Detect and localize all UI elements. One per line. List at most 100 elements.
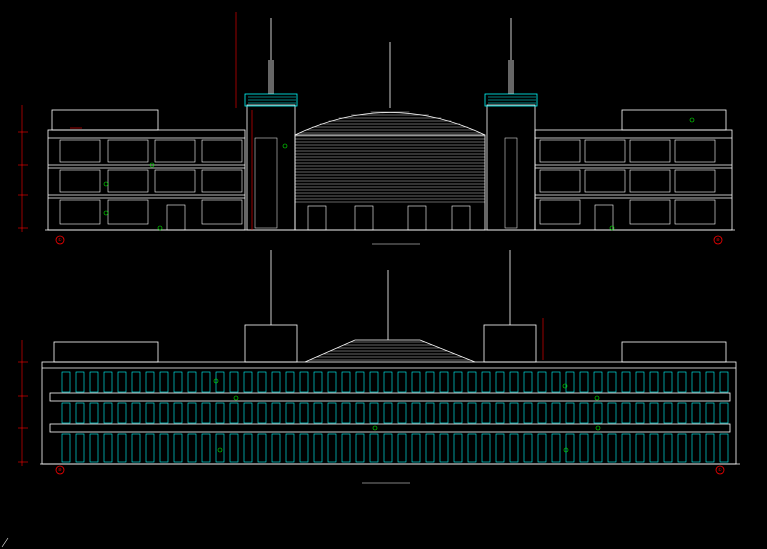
rear-window xyxy=(439,402,449,424)
rear-window xyxy=(397,433,407,463)
rear-window xyxy=(621,371,631,393)
rear-window xyxy=(383,402,393,424)
rear-window xyxy=(89,371,99,393)
front-right-roof-box xyxy=(621,109,727,131)
rear-window xyxy=(159,433,169,463)
rear-window xyxy=(495,433,505,463)
rear-window xyxy=(425,371,435,393)
rear-window xyxy=(649,371,659,393)
rear-window xyxy=(117,402,127,424)
front-central-doors xyxy=(307,205,471,231)
rear-window xyxy=(691,433,701,463)
rear-window xyxy=(145,402,155,424)
rear-window xyxy=(411,433,421,463)
rear-window xyxy=(173,433,183,463)
rear-window xyxy=(397,371,407,393)
rear-window xyxy=(565,371,575,393)
rear-right-roof-box xyxy=(621,341,727,363)
rear-window xyxy=(299,402,309,424)
front-elevation xyxy=(18,12,735,245)
rear-window xyxy=(131,371,141,393)
rear-window xyxy=(117,433,127,463)
rear-window xyxy=(369,402,379,424)
rear-window xyxy=(355,371,365,393)
rear-window xyxy=(481,371,491,393)
rear-window xyxy=(523,433,533,463)
rear-window xyxy=(593,402,603,424)
front-right-windows xyxy=(539,139,716,231)
rear-dimension-lines xyxy=(18,318,544,466)
rear-window xyxy=(61,402,71,424)
rear-window xyxy=(649,433,659,463)
rear-window xyxy=(61,433,71,463)
rear-window xyxy=(243,433,253,463)
rear-window xyxy=(551,433,561,463)
rear-window xyxy=(327,433,337,463)
rear-window xyxy=(215,371,225,393)
rear-window xyxy=(271,371,281,393)
rear-window xyxy=(565,433,575,463)
rear-window xyxy=(187,371,197,393)
rear-window xyxy=(215,433,225,463)
rear-window xyxy=(705,402,715,424)
rear-axis-left-label: ⑩ xyxy=(58,467,62,472)
rear-window xyxy=(509,433,519,463)
rear-window xyxy=(663,433,673,463)
front-left-tower xyxy=(246,104,296,231)
rear-window xyxy=(579,402,589,424)
rear-window xyxy=(705,433,715,463)
rear-window xyxy=(327,402,337,424)
rear-window xyxy=(565,402,575,424)
rear-window xyxy=(439,433,449,463)
rear-window xyxy=(201,433,211,463)
rear-window xyxy=(313,402,323,424)
front-left-windows xyxy=(59,139,243,231)
rear-window xyxy=(593,371,603,393)
rear-window xyxy=(691,371,701,393)
rear-window xyxy=(341,371,351,393)
rear-window xyxy=(187,433,197,463)
rear-window xyxy=(243,402,253,424)
rear-window xyxy=(89,433,99,463)
rear-window xyxy=(355,433,365,463)
rear-window xyxy=(313,433,323,463)
rear-window xyxy=(719,371,729,393)
front-left-wing xyxy=(47,129,246,231)
rear-window xyxy=(299,433,309,463)
rear-window xyxy=(103,371,113,393)
rear-floor-band-1 xyxy=(49,392,731,402)
rear-window xyxy=(257,371,267,393)
rear-left-tower-box xyxy=(244,324,298,363)
rear-window-grid xyxy=(61,371,729,463)
front-right-tower xyxy=(486,104,536,231)
front-dome-stripes xyxy=(295,111,485,203)
rear-window xyxy=(663,371,673,393)
rear-window xyxy=(369,371,379,393)
rear-floor-band-2 xyxy=(49,423,731,433)
rear-window xyxy=(495,402,505,424)
rear-window xyxy=(89,402,99,424)
rear-window xyxy=(509,402,519,424)
rear-window xyxy=(327,371,337,393)
rear-window xyxy=(551,371,561,393)
rear-window xyxy=(257,433,267,463)
rear-window xyxy=(691,402,701,424)
rear-window xyxy=(677,371,687,393)
rear-window xyxy=(271,433,281,463)
rear-window xyxy=(719,402,729,424)
rear-window xyxy=(131,433,141,463)
rear-window xyxy=(173,402,183,424)
rear-window xyxy=(411,402,421,424)
rear-window xyxy=(229,371,239,393)
rear-dome-stripes xyxy=(309,341,470,361)
rear-window xyxy=(523,402,533,424)
rear-window xyxy=(313,371,323,393)
rear-window xyxy=(495,371,505,393)
rear-window xyxy=(131,402,141,424)
front-axis-left xyxy=(55,235,65,245)
rear-window xyxy=(229,402,239,424)
rear-window xyxy=(537,402,547,424)
rear-window xyxy=(103,433,113,463)
front-dome-roof xyxy=(294,112,486,136)
rear-main-body xyxy=(41,361,737,465)
